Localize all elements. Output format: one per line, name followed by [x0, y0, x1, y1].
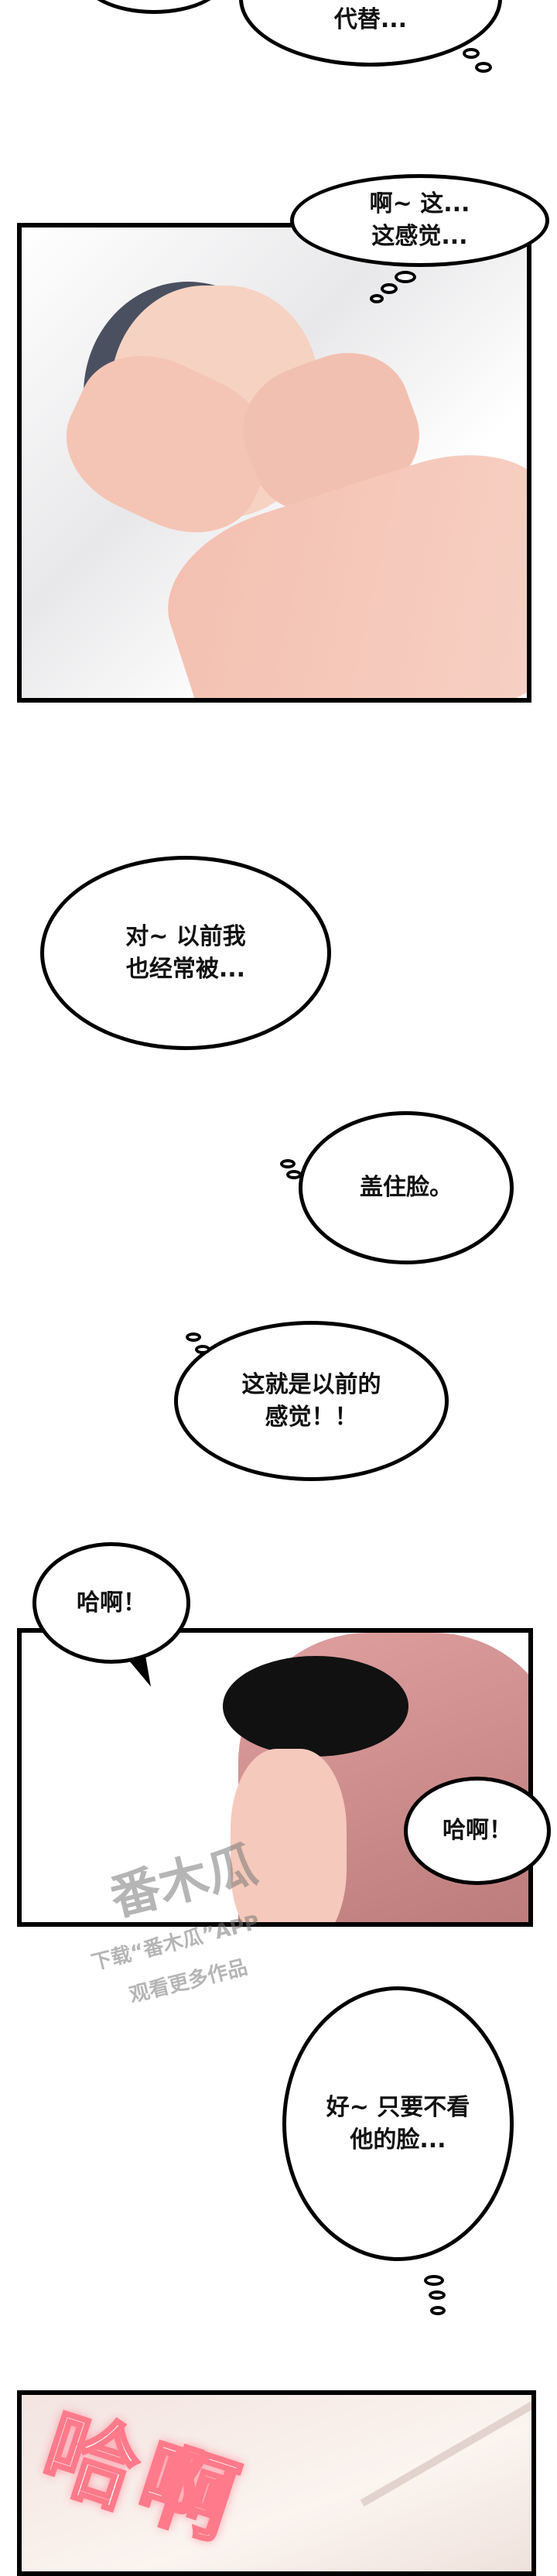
comic-panel-face-massage	[17, 223, 531, 703]
thought-puff	[429, 2290, 446, 2300]
ceiling-lines	[360, 2395, 531, 2507]
speech-bubble: 哈啊！	[32, 1542, 190, 1664]
thought-puff	[195, 1345, 210, 1354]
face-mask	[223, 1656, 408, 1757]
thought-puff	[370, 294, 384, 303]
sfx-text: 哈啊	[29, 2395, 256, 2562]
bubble-text: 对~ 以前我 也经常被...	[125, 922, 246, 983]
thought-puff	[463, 48, 480, 59]
thought-bubble: 盖住脸。	[299, 1111, 514, 1264]
thought-bubble: 这就是以前的 感觉！！	[174, 1321, 449, 1481]
speech-bubble-partial	[80, 0, 227, 14]
bubble-text: 哈啊！	[77, 1589, 146, 1616]
bubble-text: 哈啊！	[443, 1817, 512, 1844]
neck	[231, 1749, 347, 1922]
thought-puff	[475, 62, 492, 73]
speech-bubble: 对~ 以前我 也经常被...	[40, 856, 331, 1050]
thought-puff	[381, 283, 398, 294]
thought-puff	[424, 2275, 444, 2286]
thought-puff	[286, 1170, 302, 1179]
comic-panel-sfx: 哈啊	[17, 2390, 536, 2576]
bubble-text: 代替...	[333, 6, 408, 33]
bubble-text: 好~ 只要不看 他的脸...	[326, 2093, 470, 2154]
bubble-text: 盖住脸。	[360, 1174, 453, 1201]
bubble-text: 啊~ 这... 这感觉...	[369, 190, 470, 250]
thought-bubble: 好~ 只要不看 他的脸...	[282, 1986, 514, 2261]
thought-bubble: 代替...	[239, 0, 502, 67]
speech-bubble: 哈啊！	[404, 1777, 551, 1885]
speech-bubble: 啊~ 这... 这感觉...	[290, 174, 549, 267]
thought-puff	[395, 271, 416, 283]
thought-puff	[430, 2306, 446, 2315]
thought-puff	[280, 1159, 296, 1168]
bubble-text: 这就是以前的 感觉！！	[241, 1370, 381, 1431]
thought-puff	[186, 1332, 201, 1342]
